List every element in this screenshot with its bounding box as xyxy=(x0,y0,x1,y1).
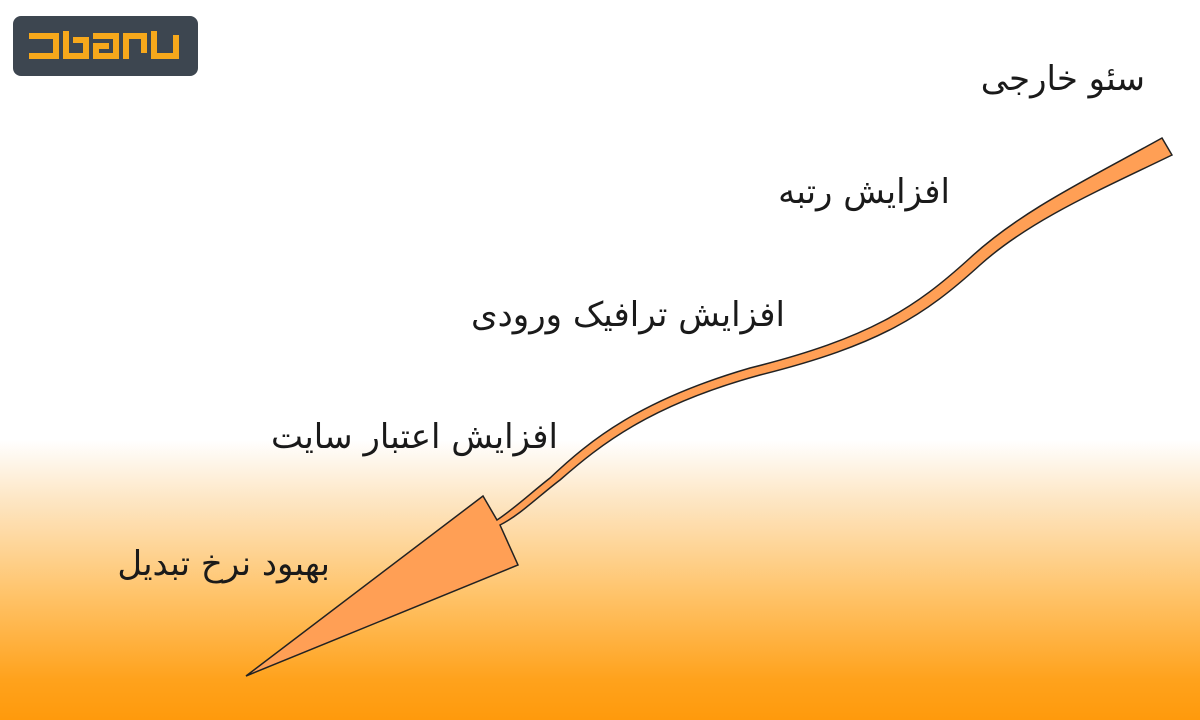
downward-flow-arrow xyxy=(245,136,1174,677)
step-label-site-authority: افزایش اعتبار سایت xyxy=(270,417,558,457)
step-label-conversion-rate: بهبود نرخ تبدیل xyxy=(117,544,330,584)
step-label-traffic-increase: افزایش ترافیک ورودی xyxy=(471,295,785,335)
step-label-rank-increase: افزایش رتبه xyxy=(778,172,950,212)
step-label-external-seo: سئو خارجی xyxy=(980,59,1145,99)
brand-logo xyxy=(13,16,198,76)
brand-logo-icon xyxy=(28,31,179,59)
